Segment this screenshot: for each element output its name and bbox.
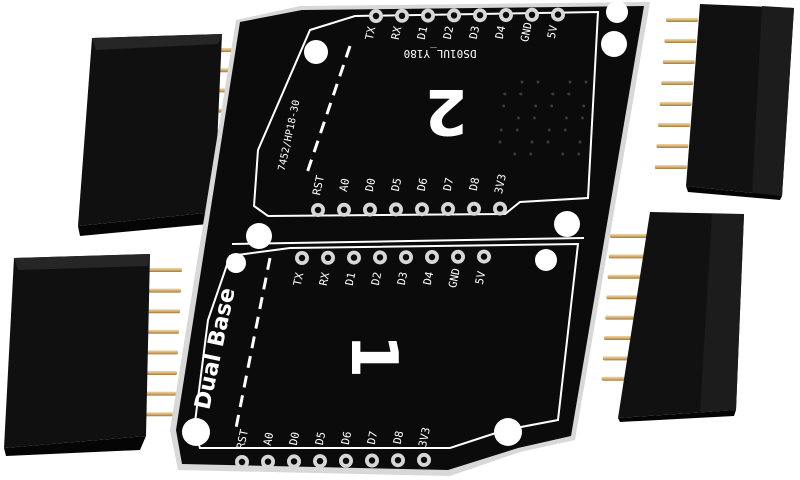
slot1-top-pin-label: GND — [446, 267, 463, 289]
header-pin — [659, 102, 692, 106]
header-bottom-right — [601, 212, 744, 422]
header-top-right — [654, 4, 794, 200]
slot2-top-pin-label: GND — [518, 21, 535, 43]
header-pin — [608, 254, 649, 259]
slot2-bottom-pin-label: A0 — [337, 177, 352, 193]
header-pin — [662, 60, 695, 64]
header-pin — [656, 144, 689, 148]
header-pin — [664, 39, 697, 43]
slot2-bottom-pin-label: 3V3 — [492, 173, 509, 195]
slot1-top-pin-label: D3 — [395, 271, 410, 287]
slot1-bottom-pin-label: A0 — [261, 431, 276, 447]
slot-1-number: 1 — [336, 334, 410, 379]
slot2-top-pin-label: RX — [389, 25, 405, 41]
pcb-board — [170, 1, 650, 476]
slot1-bottom-pin-label: D6 — [339, 430, 354, 446]
slot1-top-pin-label: D2 — [369, 271, 384, 287]
header-pin — [610, 234, 650, 238]
slot2-top-pin-label: D2 — [441, 25, 456, 41]
slot2-bottom-pin-label: D8 — [467, 176, 482, 192]
slot2-top-pin-label: D4 — [493, 24, 509, 40]
slot2-bottom-pin-label: RST — [310, 174, 327, 197]
slot1-bottom-pin-label: D7 — [365, 430, 380, 446]
header-pin — [654, 165, 687, 169]
slot1-top-pin-label: TX — [291, 271, 307, 287]
slot-2-number: 2 — [424, 75, 467, 148]
slot1-bottom-pin-label: D5 — [313, 431, 328, 447]
slot1-top-pin-label: 5V — [473, 270, 489, 286]
slot1-bottom-pin-label: D0 — [287, 431, 302, 447]
slot1-bottom-pin-label: D8 — [391, 430, 406, 446]
slot2-bottom-pin-label: D7 — [441, 176, 456, 192]
slot1-top-pin-label: D4 — [421, 270, 437, 286]
header-pin — [661, 81, 694, 85]
slot2-bottom-pin-label: D5 — [389, 177, 404, 193]
header-pin — [140, 268, 182, 272]
slot1-top-pin-label: D1 — [343, 271, 358, 287]
slot2-top-pin-label: TX — [363, 25, 379, 41]
header-bottom-left — [4, 254, 182, 456]
header-pin — [658, 123, 690, 127]
slot1-bottom-pin-label: RST — [234, 428, 251, 451]
header-pin — [607, 274, 648, 279]
header-pin — [666, 18, 698, 22]
header-pin — [139, 288, 181, 293]
slot1-top-pin-label: RX — [317, 271, 333, 287]
slot2-bottom-pin-label: D0 — [363, 177, 378, 193]
header-pin — [606, 295, 647, 300]
slot1-bottom-pin-label: 3V3 — [416, 426, 433, 448]
mounting-holes — [182, 1, 628, 446]
slot2-top-pin-label: D3 — [467, 25, 482, 41]
slot2-top-pin-label: D1 — [415, 25, 430, 41]
slot2-bottom-pin-label: D6 — [415, 177, 430, 193]
slot2-top-pin-label: 5V — [545, 24, 561, 40]
board-code-a: DS01UL_Y180 — [404, 47, 477, 60]
